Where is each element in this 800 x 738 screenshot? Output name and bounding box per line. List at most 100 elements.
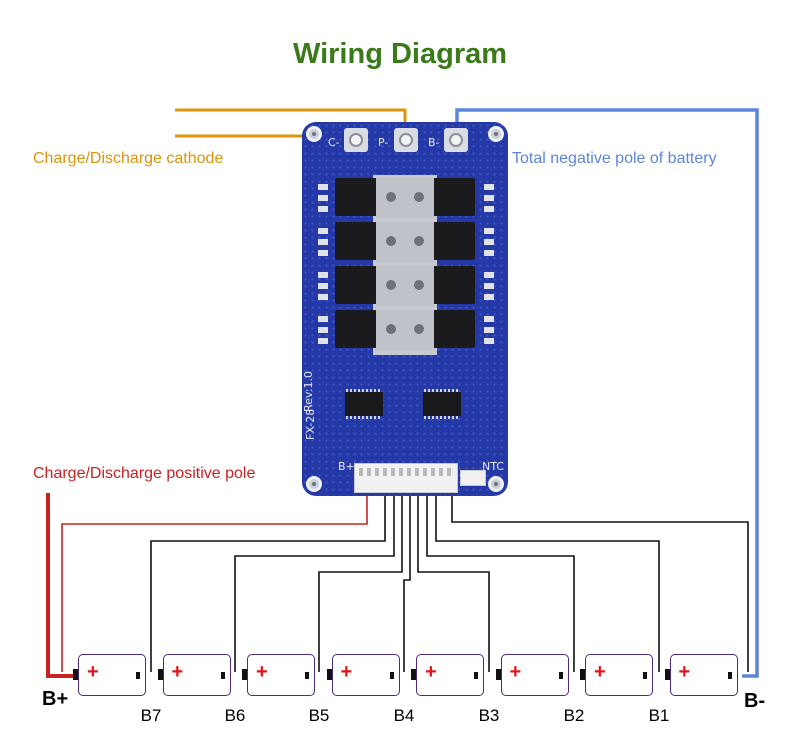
cell-positive-tip — [73, 669, 78, 680]
ntc-connector[interactable] — [460, 470, 486, 486]
balance-wires — [150, 493, 749, 672]
smd-resistor — [484, 250, 494, 256]
plus-terminal-icon: + — [678, 661, 691, 683]
tap-label-b1: B1 — [648, 706, 670, 725]
mosfet-tab — [404, 222, 434, 262]
protection-ic — [345, 389, 383, 419]
battery-cell: + — [585, 654, 653, 696]
pad-b-minus[interactable] — [444, 128, 468, 152]
minus-terminal-icon — [220, 672, 225, 679]
cell-positive-tip — [495, 669, 501, 680]
mosfet — [335, 310, 377, 348]
screw-hole — [414, 324, 424, 334]
smd-resistor — [484, 316, 494, 322]
screw-hole — [386, 192, 396, 202]
smd-resistor — [318, 338, 328, 344]
smd-resistor — [484, 184, 494, 190]
balance-connector[interactable] — [354, 463, 458, 493]
silk-model: FX-28 — [304, 408, 317, 440]
screw-hole — [386, 324, 396, 334]
tap-label-b3: B3 — [478, 706, 500, 725]
smd-resistor — [484, 195, 494, 201]
smd-resistor — [484, 283, 494, 289]
tap-label-b6: B6 — [224, 706, 246, 725]
negative-main-wire — [455, 108, 759, 678]
mosfet — [433, 178, 475, 216]
pad-label-b: B- — [428, 136, 440, 149]
minus-terminal-icon — [643, 672, 647, 679]
mosfet — [335, 266, 377, 304]
battery-cell: + — [78, 654, 146, 696]
cell-positive-tip — [326, 669, 332, 680]
smd-resistor — [318, 195, 328, 201]
smd-resistor — [318, 184, 328, 190]
plus-terminal-icon: + — [171, 661, 184, 683]
smd-resistor — [318, 327, 328, 333]
smd-resistor — [484, 239, 494, 245]
smd-resistor — [484, 327, 494, 333]
cell-positive-tip — [664, 669, 670, 680]
minus-terminal-icon — [136, 672, 140, 679]
diagram-title: Wiring Diagram — [292, 38, 508, 70]
balance-wire — [435, 493, 660, 672]
battery-cell: + — [416, 654, 484, 696]
plus-terminal-icon: + — [256, 661, 268, 683]
plus-terminal-icon: + — [425, 661, 437, 683]
minus-terminal-icon — [474, 672, 478, 679]
screw-hole — [414, 192, 424, 202]
mosfet-tab — [376, 310, 406, 350]
cell-positive-tip — [242, 669, 247, 680]
plus-terminal-icon: + — [87, 661, 99, 683]
mosfet-tab — [376, 222, 406, 262]
mosfet-tab — [404, 266, 434, 306]
mounting-hole — [488, 476, 504, 492]
smd-resistor — [318, 228, 328, 234]
pad-c-minus[interactable] — [344, 128, 368, 152]
smd-resistor — [484, 272, 494, 278]
smd-resistor — [318, 250, 328, 256]
minus-terminal-icon — [558, 672, 563, 679]
balance-wire — [403, 493, 411, 672]
terminal-bminus: B- — [744, 690, 766, 712]
balance-wire — [150, 493, 386, 672]
tap-label-b2: B2 — [563, 706, 585, 725]
mosfet — [433, 222, 475, 260]
pad-p-minus[interactable] — [394, 128, 418, 152]
smd-resistor — [318, 272, 328, 278]
smd-resistor — [318, 294, 328, 300]
mosfet — [335, 178, 377, 216]
battery-cell: + — [669, 654, 738, 696]
smd-resistor — [484, 228, 494, 234]
pad-label-c: C- — [328, 136, 340, 149]
positive-pole-label: Charge/Discharge positive pole — [33, 465, 256, 482]
balance-wire — [417, 493, 490, 672]
mosfet-tab — [404, 310, 434, 350]
positive-sense-wire — [61, 493, 368, 672]
silk-bplus: B+ — [338, 460, 355, 473]
battery-cell: + — [247, 654, 315, 696]
plus-terminal-icon: + — [594, 661, 606, 683]
plus-terminal-icon: + — [340, 661, 353, 683]
cell-positive-tip — [411, 669, 416, 680]
pad-label-p: P- — [378, 136, 389, 149]
tap-label-b5: B5 — [308, 706, 330, 725]
mosfet — [433, 266, 475, 304]
screw-hole — [414, 280, 424, 290]
mosfet — [433, 310, 475, 348]
balance-wire — [426, 493, 575, 672]
smd-resistor — [318, 206, 328, 212]
protection-ic — [423, 389, 461, 419]
tap-label-b7: B7 — [140, 706, 162, 725]
mounting-hole — [488, 126, 504, 142]
terminal-bplus: B+ — [42, 688, 69, 710]
smd-resistor — [318, 283, 328, 289]
screw-hole — [386, 236, 396, 246]
mosfet-tab — [376, 266, 406, 306]
mounting-hole — [306, 476, 322, 492]
smd-resistor — [484, 338, 494, 344]
screw-hole — [414, 236, 424, 246]
smd-resistor — [484, 294, 494, 300]
smd-resistor — [318, 239, 328, 245]
balance-wire — [318, 493, 403, 672]
